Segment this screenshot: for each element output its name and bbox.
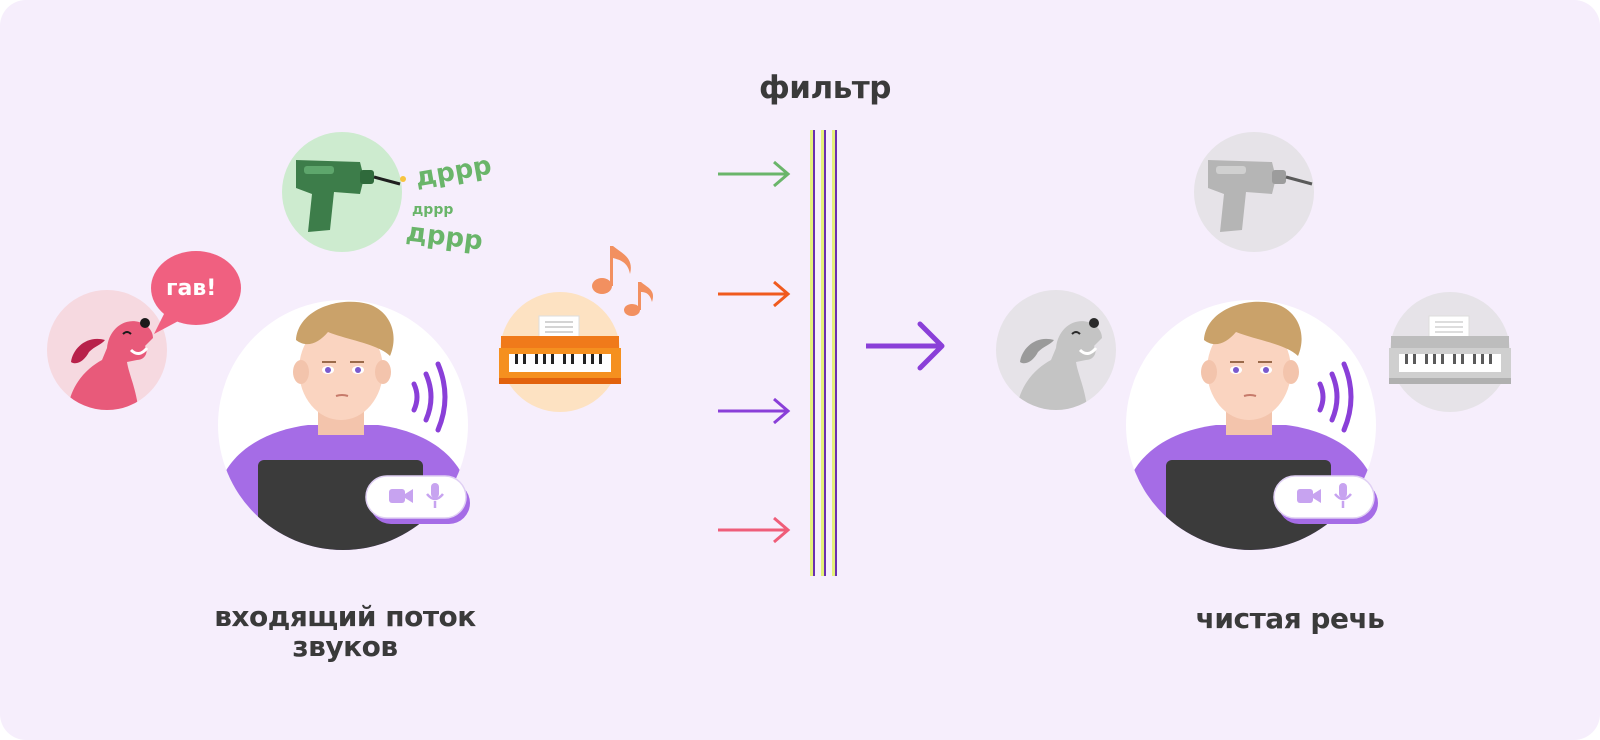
incoming-label-line1: входящий поток <box>214 600 476 633</box>
dog-icon <box>67 318 153 410</box>
arrow-right-icon-green <box>718 160 791 188</box>
bark-bubble-icon <box>151 251 241 334</box>
dog-icon-muted <box>1016 318 1102 410</box>
sound-waves-icon <box>1317 361 1354 433</box>
person-icon <box>1126 301 1376 550</box>
arrow-right-icon-purple <box>718 397 791 425</box>
piano-icon <box>499 315 621 384</box>
microphone-icon[interactable] <box>1333 482 1353 510</box>
dog-circle-muted <box>996 290 1116 410</box>
drill-sparks-icon <box>400 176 406 182</box>
drill-circle-muted <box>1194 132 1314 252</box>
call-controls-pill <box>1273 475 1378 524</box>
drill-icon <box>296 160 401 232</box>
incoming-stream-label: входящий поток звуков <box>160 602 530 662</box>
drill-circle <box>282 132 402 252</box>
music-notes-icon <box>592 246 654 316</box>
clean-speech-label: чистая речь <box>1195 602 1385 635</box>
camera-icon[interactable] <box>388 486 414 506</box>
filter-title: фильтр <box>759 70 891 106</box>
drill-sound-1: дрpp <box>412 150 494 194</box>
sound-waves-icon <box>411 361 448 433</box>
drill-sound-3: дрpp <box>404 217 485 257</box>
incoming-label-line2: звуков <box>292 630 398 663</box>
piano-icon-muted <box>1389 315 1511 384</box>
arrow-right-icon-pink <box>718 516 791 544</box>
drill-icon-muted <box>1208 160 1313 232</box>
bark-text: гав! <box>166 276 217 301</box>
drill-sound-2: дрpp <box>412 202 454 218</box>
speaker-circle-left <box>218 300 468 550</box>
microphone-icon[interactable] <box>425 482 445 510</box>
speaker-circle-right <box>1126 300 1376 550</box>
arrow-right-icon-output <box>866 321 945 371</box>
arrow-right-icon-orange <box>718 280 791 308</box>
filter-lines-icon <box>810 130 837 576</box>
call-controls-pill <box>365 475 470 524</box>
dog-circle <box>47 290 167 410</box>
camera-icon[interactable] <box>1296 486 1322 506</box>
